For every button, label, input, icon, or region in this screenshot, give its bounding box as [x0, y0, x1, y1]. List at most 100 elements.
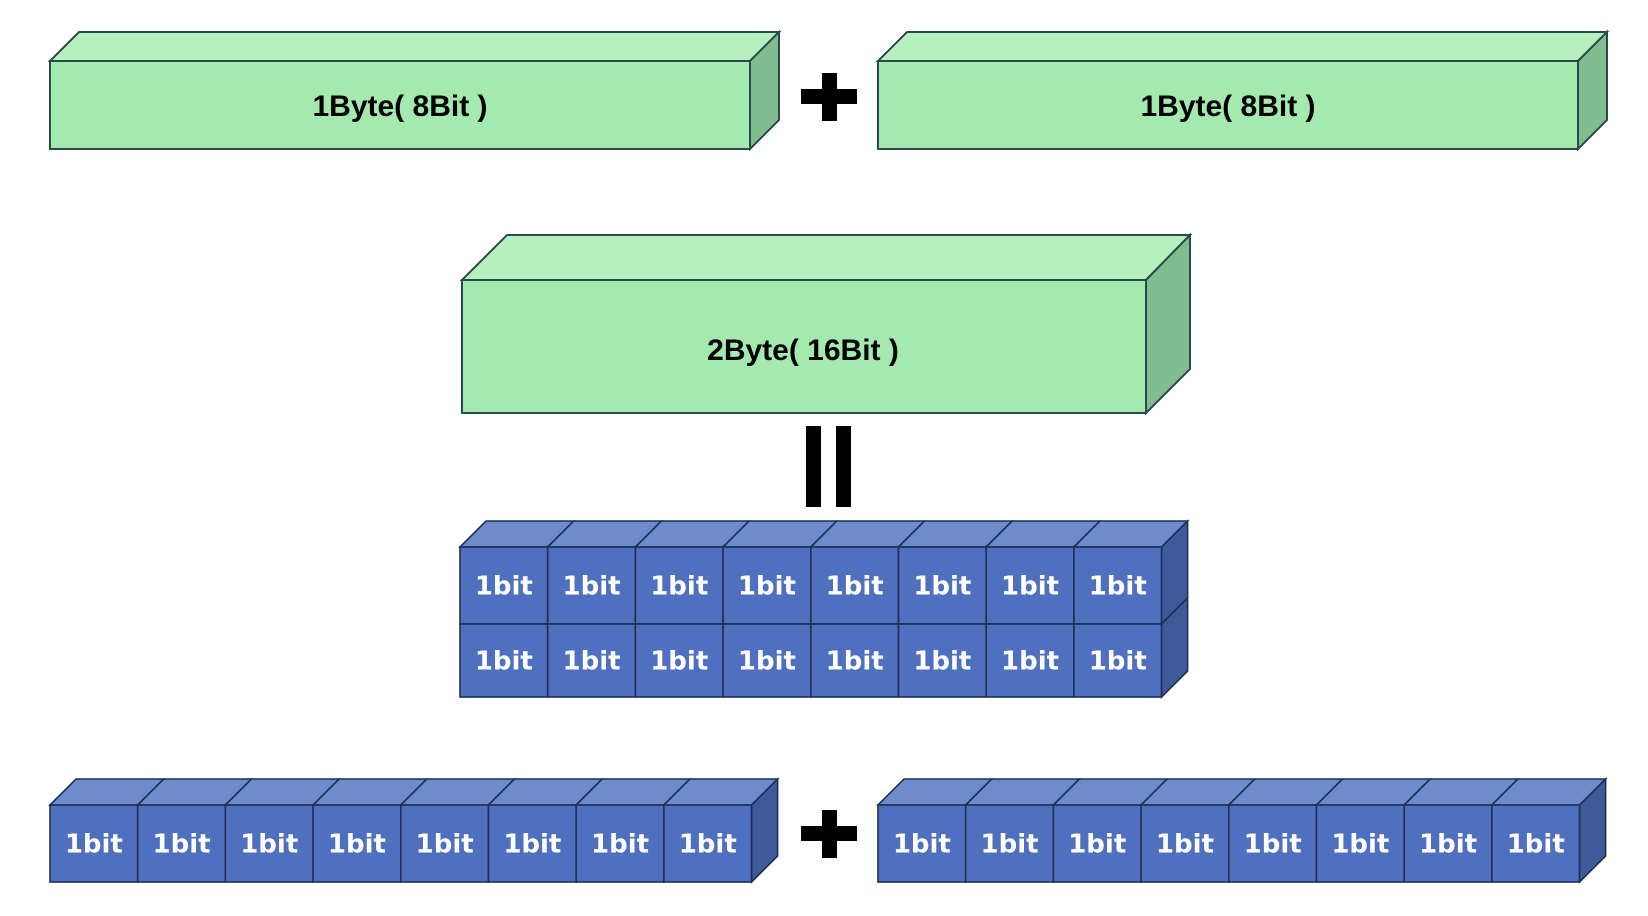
bit-label: 1bit: [1156, 830, 1214, 860]
bit-row-right-cell: 1bit: [1314, 778, 1433, 883]
bit-block-16: 1bit 1bit 1bit 1bit 1bit 1bit 1bit 1bit 1bit 1bit…: [458, 519, 1190, 699]
two-byte-block-front: [461, 279, 1147, 414]
bit-cube-front: [1491, 804, 1581, 883]
bit-cube-front: [224, 804, 314, 883]
bit-block-row-1-cell: 1bit: [896, 520, 1015, 625]
bit-label: 1bit: [1089, 647, 1147, 677]
bit-cube-front: [985, 623, 1075, 698]
byte-bar-left-top: [47, 31, 782, 62]
bit-cube-front: [575, 804, 665, 883]
bit-label: 1bit: [826, 647, 884, 677]
bit-label: 1bit: [1244, 830, 1302, 860]
bit-label: 1bit: [738, 647, 796, 677]
bit-label: 1bit: [738, 572, 796, 602]
equals-icon: [806, 426, 851, 507]
byte-bar-right-label: 1Byte( 8Bit ): [1140, 90, 1315, 123]
bit-cube-front: [809, 623, 900, 698]
bit-row-left-side: [750, 777, 779, 884]
bit-cube-front: [49, 804, 139, 883]
bit-cube-front: [487, 804, 577, 883]
byte-bar-left-label: 1Byte( 8Bit ): [312, 90, 487, 123]
bit-label: 1bit: [913, 647, 971, 677]
bit-label: 1bit: [679, 830, 737, 860]
bit-label: 1bit: [1001, 647, 1059, 677]
bit-cube-front: [964, 804, 1055, 883]
bit-label: 1bit: [1419, 830, 1477, 860]
bit-cube-front: [136, 804, 227, 883]
bit-label: 1bit: [826, 572, 884, 602]
bit-label: 1bit: [153, 830, 211, 860]
bit-cube-front: [897, 546, 987, 625]
bit-block-row-2-cell: 1bit: [634, 623, 724, 698]
bit-block-row-2-cell: 1bit: [897, 623, 987, 698]
byte-bar-right: 1Byte( 8Bit ): [875, 29, 1610, 152]
bit-cube-front: [1228, 804, 1318, 883]
bit-row-right-cell: 1bit: [876, 778, 994, 883]
bit-label: 1bit: [913, 572, 971, 602]
bit-label: 1bit: [893, 830, 951, 860]
bit-label: 1bit: [328, 830, 386, 860]
bit-row-right-cell: 1bit: [1139, 778, 1257, 883]
bit-label: 1bit: [981, 830, 1039, 860]
bit-block-row-2-cell: 1bit: [809, 623, 900, 698]
two-byte-block-top: [459, 234, 1193, 281]
two-byte-block: 2Byte( 16Bit ): [459, 232, 1193, 416]
bit-row-right-side: [1578, 777, 1607, 884]
byte-bar-left-front: [49, 60, 751, 150]
bit-label: 1bit: [563, 647, 621, 677]
bit-label: 1bit: [1089, 572, 1147, 602]
bit-cube-front: [312, 804, 402, 883]
bit-row-right-cell: 1bit: [963, 778, 1082, 883]
bit-block-row-1-cell: 1bit: [984, 520, 1102, 625]
bit-label: 1bit: [240, 830, 298, 860]
bit-block-row-2-cell: 1bit: [1073, 623, 1163, 698]
bit-label: 1bit: [416, 830, 474, 860]
byte-bar-left: 1Byte( 8Bit ): [47, 29, 782, 152]
bit-row-left-cell: 1bit: [311, 778, 429, 883]
bit-label: 1bit: [650, 572, 708, 602]
bit-cube-front: [897, 623, 987, 698]
bit-row-right-cell: 1bit: [1402, 778, 1520, 883]
bit-block-row-2-cell: 1bit: [722, 623, 812, 698]
two-byte-block-label: 2Byte( 16Bit ): [707, 334, 899, 367]
bit-block-row-1-cell: 1bit: [458, 520, 576, 625]
bit-cube-front: [546, 623, 637, 698]
bit-row-right-cell: 1bit: [1226, 778, 1345, 883]
bit-label: 1bit: [1001, 572, 1059, 602]
bit-cube-front: [1073, 546, 1163, 625]
plus-icon-bottom: [801, 810, 857, 858]
bit-cube-front: [722, 623, 812, 698]
bit-block-row-2-cell: 1bit: [985, 623, 1075, 698]
bit-cube-front: [722, 546, 812, 625]
bit-label: 1bit: [650, 647, 708, 677]
bit-cube-front: [1073, 623, 1163, 698]
bit-block-row-2-cell: 1bit: [459, 623, 549, 698]
bit-label: 1bit: [563, 572, 621, 602]
bit-block-row-1-cell: 1bit: [808, 520, 927, 625]
bit-row-left-cell: 1bit: [398, 778, 517, 883]
bit-cube-front: [1403, 804, 1493, 883]
byte-bar-right-top: [875, 31, 1610, 62]
byte-bar-right-front: [877, 60, 1579, 150]
bit-label: 1bit: [1331, 830, 1389, 860]
bit-label: 1bit: [503, 830, 561, 860]
bit-label: 1bit: [65, 830, 123, 860]
bit-row-left-cell: 1bit: [486, 778, 605, 883]
bit-cube-front: [634, 623, 724, 698]
bit-cube-front: [877, 804, 967, 883]
bit-cube-front: [663, 804, 753, 883]
bit-cube-front: [1315, 804, 1405, 883]
bit-cube-front: [634, 546, 724, 625]
bit-row-left-cell: 1bit: [48, 778, 166, 883]
bit-row-left-cell: 1bit: [135, 778, 254, 883]
bit-label: 1bit: [475, 572, 533, 602]
bit-row-left-cell: 1bit: [223, 778, 342, 883]
bit-block-row-1-cell: 1bit: [721, 520, 839, 625]
bit-cube-front: [399, 804, 490, 883]
plus-icon-top: [801, 73, 857, 121]
bit-label: 1bit: [475, 647, 533, 677]
bit-block-row-2-side: [1160, 596, 1189, 699]
bit-block-row-2-cell: 1bit: [546, 623, 637, 698]
